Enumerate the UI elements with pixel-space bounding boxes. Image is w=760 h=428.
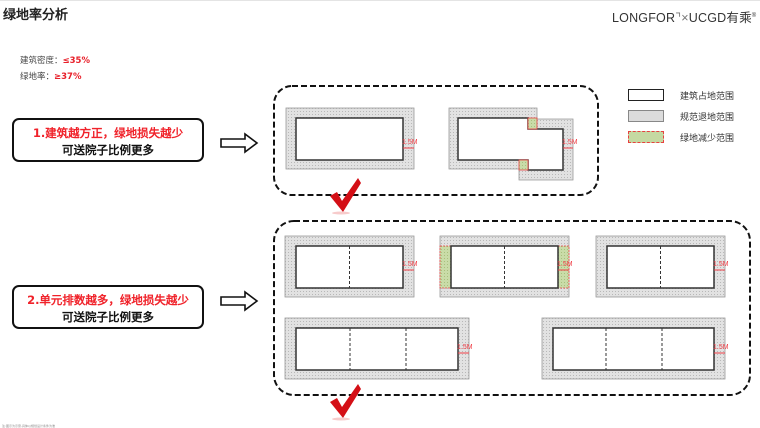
checkmark-icon xyxy=(330,178,361,215)
legend-label: 规范退地范围 xyxy=(680,113,735,123)
legend-label: 建筑占地范围 xyxy=(680,92,735,102)
legend-swatch-building xyxy=(628,89,664,101)
legend-label: 绿地减少范围 xyxy=(680,134,735,144)
dimension-label: 1.5M xyxy=(713,261,729,268)
green-loss-area xyxy=(439,245,452,289)
brand-logo: LONGFOR⌝×UCGD有乘® xyxy=(612,7,756,26)
diagram-3-unit-building: 1.5M xyxy=(541,317,729,380)
dimension-label: 1.5M xyxy=(562,139,578,146)
callout-box-1: 1.建筑越方正，绿地损失越少 可送院子比例更多 xyxy=(12,118,204,162)
footnote: 注:图示为示意,具体以规划设计条件为准 xyxy=(2,424,55,428)
logo-ucgd: UCGD有乘 xyxy=(688,11,752,25)
callout-box-2: 2.单元排数越多，绿地损失越少 可送院子比例更多 xyxy=(12,285,204,329)
callout-headline: 2.单元排数越多，绿地损失越少 xyxy=(27,293,189,307)
diagram-2-unit-building: 1.5M xyxy=(284,235,418,298)
green-loss-area xyxy=(527,117,538,130)
logo-longfor: LONGFOR xyxy=(612,11,676,25)
green-loss-area xyxy=(518,159,529,171)
callout-subline: 可送院子比例更多 xyxy=(62,310,154,324)
diagram-square-building: 1.5M xyxy=(285,107,418,170)
stat-value: ≥37% xyxy=(54,72,82,82)
arrow-right-icon xyxy=(220,132,259,154)
arrow-right-icon xyxy=(220,290,259,312)
group-1-frame xyxy=(273,85,599,196)
logo-separator: ⌝× xyxy=(675,11,689,25)
stat-green-ratio: 绿地率：≥37% xyxy=(20,70,81,82)
dimension-label: 1.5M xyxy=(457,344,473,351)
stat-value: ≤35% xyxy=(62,56,90,66)
legend-swatch-green-loss xyxy=(628,131,664,143)
diagram-2-unit-building: 1.5M xyxy=(595,235,729,298)
callout-headline: 1.建筑越方正，绿地损失越少 xyxy=(32,126,184,140)
diagram-stepped-building: 1.5M xyxy=(448,107,578,181)
stat-label: 绿地率： xyxy=(20,72,55,82)
diagram-2-unit-green-loss: 1.5M xyxy=(439,235,573,298)
callout-subline: 可送院子比例更多 xyxy=(62,143,154,157)
page-title: 绿地率分析 xyxy=(3,8,69,23)
legend-swatch-setback xyxy=(628,110,664,122)
header-divider xyxy=(0,0,760,1)
logo-registered-mark: ® xyxy=(751,12,757,19)
stat-building-density: 建筑密度：≤35% xyxy=(20,54,90,66)
group-2-frame xyxy=(273,220,751,396)
dimension-label: 1.5M xyxy=(402,261,418,268)
dimension-label: 1.5M xyxy=(557,261,573,268)
diagram-3-unit-building: 1.5M xyxy=(284,317,473,380)
dimension-label: 1.5M xyxy=(713,344,729,351)
dimension-label: 1.5M xyxy=(402,139,418,146)
checkmark-icon xyxy=(330,384,361,421)
stat-label: 建筑密度： xyxy=(20,56,63,66)
